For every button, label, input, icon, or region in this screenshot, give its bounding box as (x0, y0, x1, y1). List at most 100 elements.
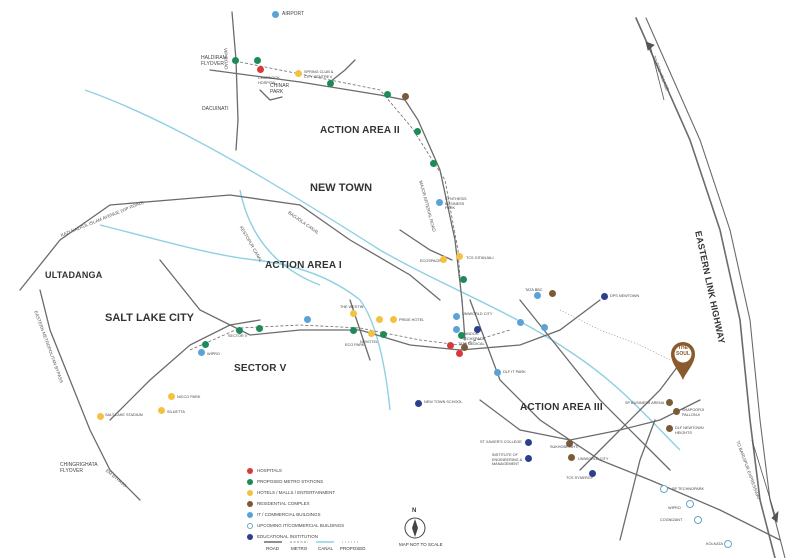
poi-marker-uniworld[interactable] (453, 313, 460, 320)
poi-marker-metro-11[interactable] (202, 341, 209, 348)
the-soul-pin[interactable] (671, 342, 695, 380)
legend-line-road-label: ROAD (266, 546, 280, 551)
legend-dot-hotel (247, 490, 253, 496)
poi-marker-edu-1[interactable] (474, 326, 481, 333)
area-label-action-area-1: ACTION AREA I (265, 260, 342, 271)
poi-marker-sp-tech[interactable] (660, 485, 668, 493)
poi-label-dps: DPS NEWTOWN (610, 294, 640, 298)
road-vip-road: VIP ROAD (223, 48, 229, 70)
poi-label-sp-tech: SP TECHNOPARK (672, 487, 705, 491)
area-label-action-area-2: ACTION AREA II (320, 125, 400, 136)
poi-label-uniworld2: UNIWORLD CITY (578, 457, 609, 461)
poi-marker-metro-3[interactable] (384, 91, 391, 98)
poi-label-tata-medical: TATA MEDICAL (458, 342, 485, 346)
poi-marker-tcs[interactable] (456, 253, 463, 260)
poi-marker-tata-medical[interactable] (447, 342, 454, 349)
poi-marker-wipro2[interactable] (686, 500, 694, 508)
poi-marker-edu-2[interactable] (589, 470, 596, 477)
poi-marker-commercial-3[interactable] (517, 319, 524, 326)
area-label-ultadanga: ULTADANGA (45, 270, 103, 280)
poi-label-wipro2: WIPRO (668, 506, 681, 510)
poi-marker-sector5-metro[interactable] (236, 327, 243, 334)
poi-marker-hospital-2[interactable] (456, 350, 463, 357)
poi-marker-metro-2[interactable] (327, 80, 334, 87)
poi-marker-residential-3[interactable] (461, 344, 468, 351)
poi-marker-greens[interactable] (566, 440, 573, 447)
legend-label-residential: RESIDENTIAL COMPLEX (257, 501, 310, 506)
poi-label-sector5-metro: SECTOR V (228, 334, 248, 338)
poi-marker-nwti[interactable] (415, 400, 422, 407)
poi-marker-eco-park[interactable] (368, 330, 375, 337)
poi-marker-airport[interactable] (272, 11, 279, 18)
poi-marker-ecospace[interactable] (440, 256, 447, 263)
poi-marker-metro-8[interactable] (350, 327, 357, 334)
legend-label-upcoming: UPCOMING IT/COMMERCIAL BUILDINGS (257, 523, 345, 528)
poi-marker-metro-haldiram[interactable] (254, 57, 261, 64)
area-label-new-town: NEW TOWN (310, 182, 373, 194)
poi-label-ecospace: ECOSPACE (420, 259, 441, 263)
poi-marker-uniworld2[interactable] (568, 454, 575, 461)
poi-marker-metro-4[interactable] (414, 128, 421, 135)
legend-line-proposed-label: PROPOSED (340, 546, 366, 551)
poi-marker-tata-bbc[interactable] (534, 292, 541, 299)
poi-marker-commercial-4[interactable] (541, 324, 548, 331)
poi-marker-xaviers[interactable] (525, 439, 532, 446)
poi-marker-metro-9[interactable] (380, 331, 387, 338)
poi-label-shapoorji: SHAPOORJI PALLONJI (682, 408, 704, 417)
legend-label-metro: PROPOSED METRO STATIONS (257, 479, 324, 484)
area-label-action-area-3: ACTION AREA III (520, 402, 603, 413)
legend-label-hotel: HOTELS / MALLS / ENTERTAINMENT (257, 490, 336, 495)
poi-label-nicco: NICCO PARK (177, 395, 201, 399)
poi-marker-cognizant[interactable] (694, 516, 702, 524)
poi-label-charnock: CHARNOCK HOSPITAL (258, 76, 280, 85)
legend-label-hospital: HOSPITALS (257, 468, 282, 473)
poi-marker-iem[interactable] (525, 455, 532, 462)
poi-marker-pride[interactable] (390, 316, 397, 323)
poi-label-uniworld: UNIWORLD CITY (462, 312, 493, 316)
legend-dot-commercial (247, 512, 253, 518)
poi-marker-sp-arena[interactable] (666, 399, 673, 406)
poi-marker-residential-1[interactable] (402, 93, 409, 100)
area-label-sector-v: SECTOR V (234, 363, 287, 374)
poi-marker-commercial-5[interactable] (304, 316, 311, 323)
poi-label-tata-bbc: TATA BBC (525, 288, 543, 292)
poi-label-tcs: TCS GITANJALI (466, 256, 494, 260)
poi-marker-westin[interactable] (350, 310, 357, 317)
poi-marker-candor[interactable] (453, 326, 460, 333)
poi-label-city-centre2: SPRING CLUB & CITY CENTRE II (304, 70, 334, 79)
poi-marker-metro-vip[interactable] (232, 57, 239, 64)
poi-marker-nicco[interactable] (168, 393, 175, 400)
legend-label-commercial: IT / COMMERCIAL BUILDINGS (257, 512, 321, 517)
poi-marker-metro-7[interactable] (458, 332, 465, 339)
poi-marker-salt-stadium[interactable] (97, 413, 104, 420)
poi-marker-wipro[interactable] (198, 349, 205, 356)
legend-dot-metro (247, 479, 253, 485)
poi-marker-synthesis[interactable] (436, 199, 443, 206)
poi-label-cognizant: COGNIZANT (660, 518, 683, 522)
poi-marker-kolkata[interactable] (724, 540, 732, 548)
north-compass (404, 517, 426, 539)
poi-label-tcs2: TCS SYNERGY (566, 476, 594, 480)
poi-marker-residential-2[interactable] (549, 290, 556, 297)
legend-dot-educational (247, 534, 253, 540)
north-label: N (412, 508, 417, 514)
poi-marker-siluetta[interactable] (158, 407, 165, 414)
poi-marker-dps[interactable] (601, 293, 608, 300)
poi-marker-metro-5[interactable] (430, 160, 437, 167)
poi-label-eco-park: ECO PARK (345, 343, 365, 347)
poi-marker-dlf-it[interactable] (494, 369, 501, 376)
poi-marker-city-centre2[interactable] (295, 70, 302, 77)
poi-marker-shapoorji[interactable] (673, 408, 680, 415)
place-chinar-park: CHINAR PARK (270, 83, 290, 95)
poi-label-sp-arena: SP BUSINESS ARENA (625, 401, 665, 405)
legend-label-educational: EDUCATIONAL INSTITUTION (257, 534, 319, 539)
poi-marker-metro-6[interactable] (460, 276, 467, 283)
poi-marker-dlf-nt[interactable] (666, 425, 673, 432)
poi-marker-novotel[interactable] (376, 316, 383, 323)
poi-marker-charnock[interactable] (257, 66, 264, 73)
scale-note: MAP NOT TO SCALE (399, 542, 443, 547)
poi-marker-metro-10[interactable] (256, 325, 263, 332)
poi-label-kolkata: KOLKATA (706, 542, 723, 546)
poi-label-nwti: NEW TOWN SCHOOL (424, 400, 463, 404)
